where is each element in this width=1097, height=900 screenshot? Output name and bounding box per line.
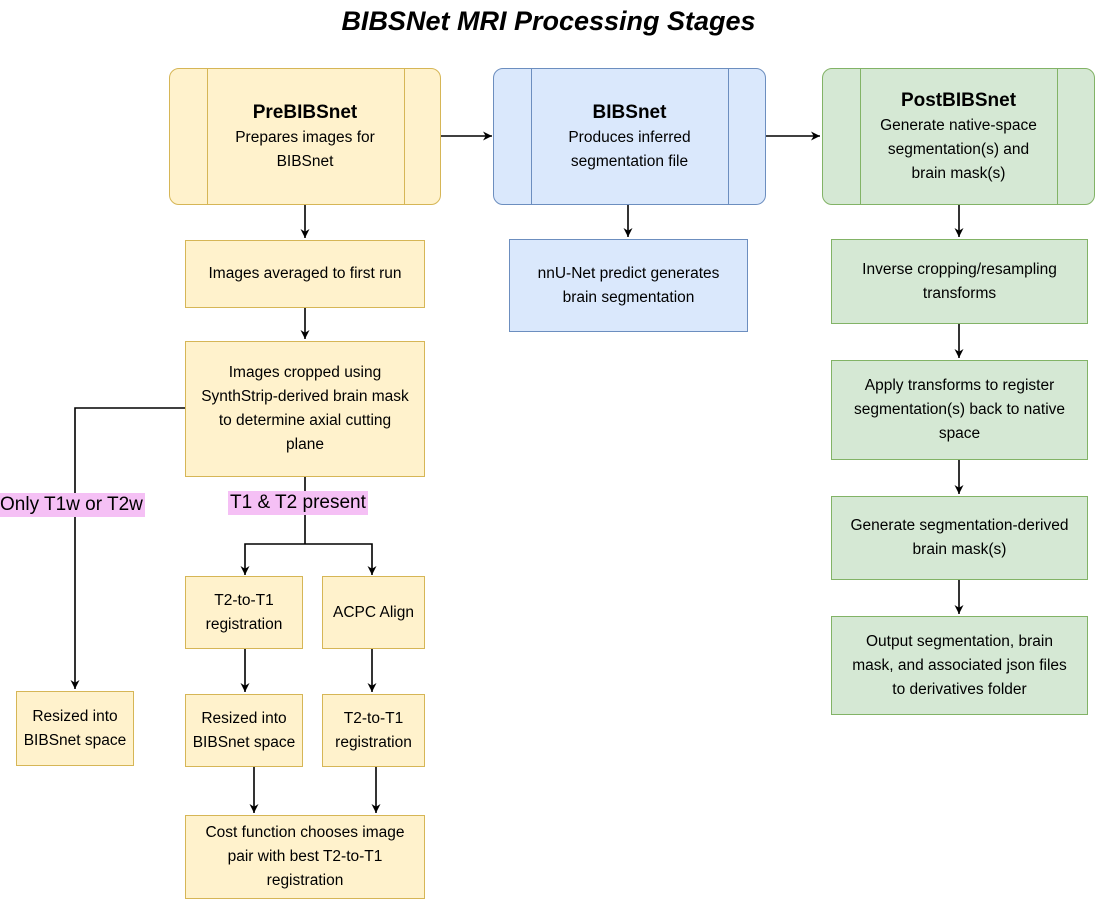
- step-output-files: Output segmentation, brain mask, and ass…: [831, 616, 1088, 715]
- step-acpc-t2-to-t1-registration-line-1: T2-to-T1: [343, 709, 404, 727]
- stage-prebibsnet-title: PreBIBSnet: [252, 101, 358, 123]
- edge-label-both-modalities: T1 & T2 present: [228, 491, 368, 515]
- step-resized-pair: Resized into BIBSnet space: [185, 694, 303, 767]
- stage-prebibsnet-line-1: Prepares images for: [235, 128, 375, 146]
- step-inverse-transforms-line-1: Inverse cropping/resampling: [862, 260, 1057, 278]
- stage-postbibsnet-title: PostBIBSnet: [900, 89, 1017, 111]
- step-images-cropped: Images cropped using SynthStrip-derived …: [185, 341, 425, 477]
- step-apply-transforms: Apply transforms to register segmentatio…: [831, 360, 1088, 460]
- step-apply-transforms-line-2: segmentation(s) back to native: [853, 401, 1066, 418]
- step-output-files-line-2: mask, and associated json files: [852, 656, 1067, 674]
- stage-prebibsnet: PreBIBSnet Prepares images for BIBSnet: [169, 68, 441, 205]
- step-acpc-t2-to-t1-registration: T2-to-T1 registration: [322, 694, 425, 767]
- step-acpc-align-line-1: ACPC Align: [333, 603, 414, 621]
- edge-label-only-one-modality: Only T1w or T2w: [0, 493, 145, 517]
- stage-postbibsnet: PostBIBSnet Generate native-space segmen…: [822, 68, 1095, 205]
- step-acpc-t2-to-t1-registration-line-2: registration: [335, 733, 412, 751]
- step-t2-to-t1-registration: T2-to-T1 registration: [185, 576, 303, 649]
- step-apply-transforms-line-3: space: [938, 425, 981, 442]
- arrow-split-to-t2-reg: [240, 543, 305, 575]
- step-inverse-transforms-line-2: transforms: [922, 284, 997, 302]
- stage-postbibsnet-line-3: brain mask(s): [911, 164, 1006, 182]
- arrow-split-to-acpc: [305, 543, 377, 575]
- step-apply-transforms-line-1: Apply transforms to register: [864, 377, 1055, 394]
- step-cost-function-line-3: registration: [266, 872, 344, 889]
- step-resized-pair-line-1: Resized into: [201, 709, 287, 727]
- step-cost-function: Cost function chooses image pair with be…: [185, 815, 425, 899]
- stage-bibsnet: BIBSnet Produces inferred segmentation f…: [493, 68, 766, 205]
- step-inverse-transforms: Inverse cropping/resampling transforms: [831, 239, 1088, 324]
- diagram-title: BIBSNet MRI Processing Stages: [341, 6, 756, 36]
- step-generate-brain-mask: Generate segmentation-derived brain mask…: [831, 496, 1088, 580]
- step-images-cropped-line-4: plane: [286, 436, 324, 453]
- step-cost-function-line-2: pair with best T2-to-T1: [227, 848, 383, 865]
- step-nnunet-predict-line-1: nnU-Net predict generates: [537, 264, 720, 282]
- step-images-averaged: Images averaged to first run: [185, 240, 425, 308]
- step-t2-to-t1-registration-line-1: T2-to-T1: [214, 591, 274, 609]
- step-images-cropped-line-1: Images cropped using: [228, 364, 382, 381]
- step-output-files-line-3: to derivatives folder: [892, 680, 1027, 698]
- arrow-cropped-to-resized-single: [70, 407, 186, 689]
- step-cost-function-line-1: Cost function chooses image: [205, 824, 405, 841]
- step-resized-pair-line-2: BIBSnet space: [192, 733, 296, 751]
- step-images-averaged-line-1: Images averaged to first run: [208, 265, 402, 282]
- step-generate-brain-mask-line-2: brain mask(s): [912, 541, 1007, 558]
- stage-bibsnet-title: BIBSnet: [592, 101, 667, 123]
- stage-postbibsnet-line-1: Generate native-space: [880, 116, 1037, 134]
- step-nnunet-predict: nnU-Net predict generates brain segmenta…: [509, 239, 748, 332]
- step-resized-single: Resized into BIBSnet space: [16, 691, 134, 766]
- step-images-cropped-line-2: SynthStrip-derived brain mask: [201, 388, 409, 405]
- step-generate-brain-mask-line-1: Generate segmentation-derived: [850, 517, 1069, 534]
- stage-prebibsnet-line-2: BIBSnet: [276, 152, 334, 170]
- step-acpc-align: ACPC Align: [322, 576, 425, 649]
- step-resized-single-line-1: Resized into: [32, 707, 118, 725]
- stage-postbibsnet-line-2: segmentation(s) and: [887, 140, 1030, 158]
- step-nnunet-predict-line-2: brain segmentation: [562, 288, 695, 306]
- step-resized-single-line-2: BIBSnet space: [23, 731, 127, 749]
- step-output-files-line-1: Output segmentation, brain: [866, 632, 1053, 650]
- step-images-cropped-line-3: to determine axial cutting: [218, 412, 392, 429]
- stage-bibsnet-line-1: Produces inferred: [568, 128, 691, 146]
- stage-bibsnet-line-2: segmentation file: [570, 152, 689, 170]
- step-t2-to-t1-registration-line-2: registration: [205, 615, 283, 633]
